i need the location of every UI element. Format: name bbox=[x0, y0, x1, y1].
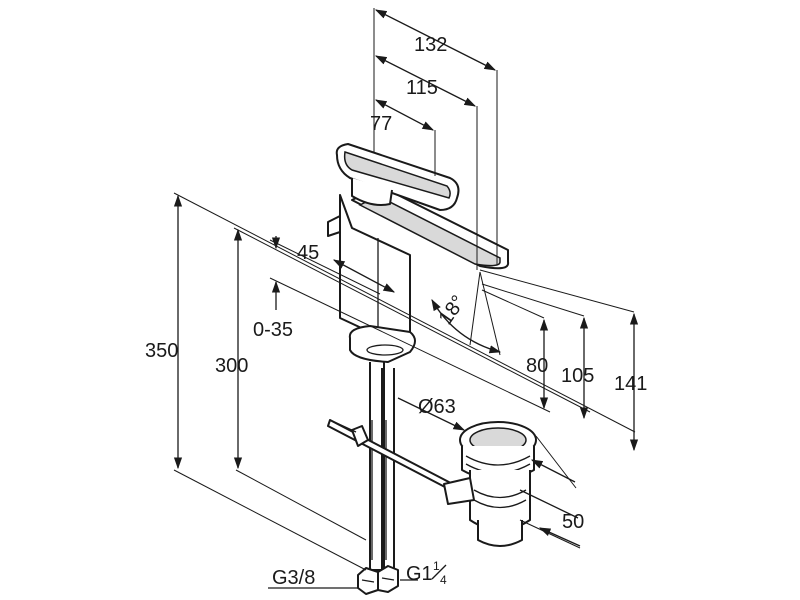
thread-g1-numerator: 1 bbox=[433, 559, 440, 573]
dim-115-label: 115 bbox=[406, 77, 438, 99]
dim-300-label: 300 bbox=[215, 355, 248, 377]
dim-105-label: 105 bbox=[561, 365, 594, 387]
thread-g1-denominator: 4 bbox=[440, 573, 447, 587]
dim-diameter-63-label: Ø63 bbox=[418, 396, 456, 418]
angle-18-label: 18° bbox=[435, 292, 470, 329]
dim-80-label: 80 bbox=[526, 355, 548, 377]
dim-141-label: 141 bbox=[614, 373, 647, 395]
thread-g1-1-4-label: G1 1 4 bbox=[406, 559, 447, 587]
pop-up-rod bbox=[327, 419, 469, 499]
thread-g3-8-label: G3/8 bbox=[272, 567, 315, 589]
waste-valve bbox=[443, 421, 537, 547]
dim-132-label: 132 bbox=[414, 34, 447, 56]
dim-0-35-label: 0-35 bbox=[253, 319, 293, 341]
dimension-lines bbox=[173, 8, 639, 589]
dim-77-label: 77 bbox=[370, 113, 392, 135]
dim-50-label: 50 bbox=[562, 511, 584, 533]
supply-hoses bbox=[357, 362, 399, 595]
faucet-body bbox=[327, 143, 510, 363]
thread-g1-main: G1 bbox=[406, 563, 433, 585]
dim-350-label: 350 bbox=[145, 340, 178, 362]
dim-45-label: 45 bbox=[297, 242, 319, 264]
